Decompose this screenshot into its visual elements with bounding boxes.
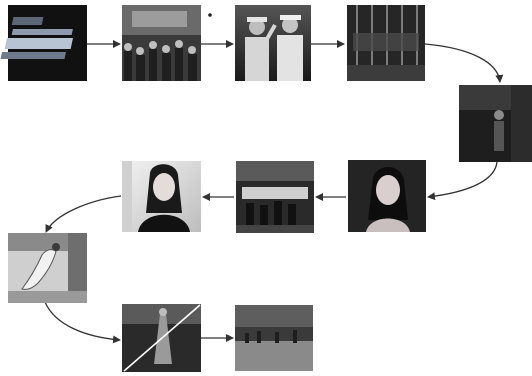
- keyframe-9: [8, 233, 87, 303]
- stray-mark: [208, 13, 212, 17]
- keyframe-1: [0, 5, 87, 81]
- keyframe-11: [235, 305, 313, 371]
- title-card-graphic: [0, 17, 73, 59]
- edge-5-6: [427, 161, 498, 201]
- connector-group: [44, 40, 504, 344]
- keyframe-4: [347, 5, 425, 81]
- officer-left: [245, 17, 277, 81]
- edge-9-10: [44, 301, 121, 344]
- keyframe-2: [122, 5, 201, 81]
- edge-8-9: [45, 195, 122, 233]
- keyframe-6: [348, 160, 426, 232]
- keyframe-5: [459, 85, 532, 162]
- keyframe-10: [122, 304, 201, 372]
- keyframe-7: [236, 161, 314, 233]
- reject-cross-line: [123, 304, 201, 372]
- edge-4-5: [424, 43, 504, 83]
- keyframe-8: [122, 161, 201, 232]
- keyframe-3: [235, 5, 311, 81]
- officer-right: [277, 15, 303, 81]
